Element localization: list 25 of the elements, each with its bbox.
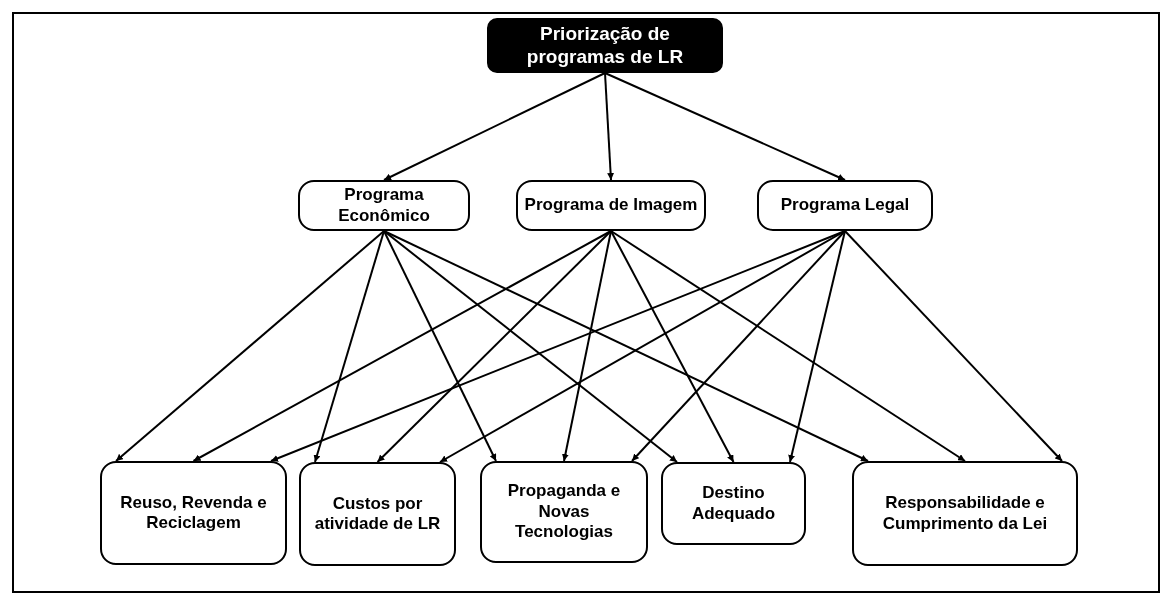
arrow xyxy=(604,72,846,181)
arrow xyxy=(192,230,612,462)
root-box: Priorização de programas de LR xyxy=(487,18,723,73)
arrow xyxy=(376,230,612,463)
process-box: Programa Legal xyxy=(757,180,933,231)
arrow xyxy=(313,230,385,463)
process-box: Propaganda e Novas Tecnologias xyxy=(480,461,648,563)
arrow xyxy=(788,230,846,463)
process-box: Programa Econômico xyxy=(298,180,470,231)
arrow xyxy=(631,230,846,462)
arrow xyxy=(610,230,735,463)
process-box: Destino Adequado xyxy=(661,462,806,545)
arrow xyxy=(844,230,1063,462)
arrow xyxy=(610,230,966,462)
process-box: Custos por atividade de LR xyxy=(299,462,456,566)
arrow xyxy=(561,230,612,462)
arrow xyxy=(383,72,606,181)
arrow xyxy=(115,230,385,462)
process-box: Programa de Imagem xyxy=(516,180,706,231)
arrow xyxy=(604,72,615,181)
process-box: Reuso, Revenda e Reciclagem xyxy=(100,461,287,565)
process-box: Responsabilidade e Cumprimento da Lei xyxy=(852,461,1078,566)
arrow xyxy=(383,230,497,462)
arrow xyxy=(383,230,869,462)
arrow xyxy=(383,230,678,463)
